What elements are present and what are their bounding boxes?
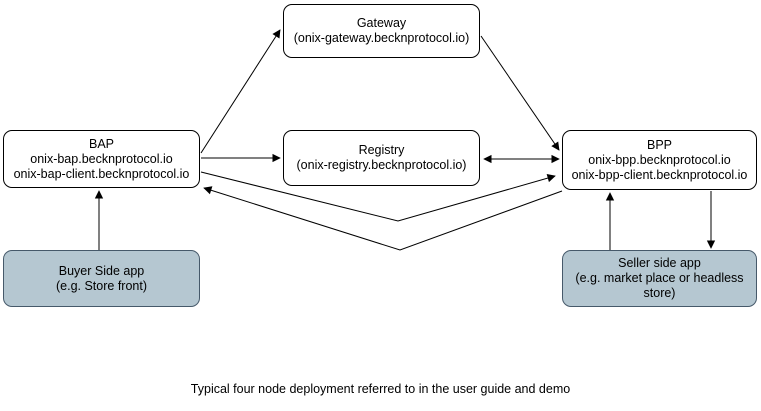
seller-app-title: Seller side app xyxy=(618,256,701,270)
node-bap: BAP onix-bap.becknprotocol.io onix-bap-c… xyxy=(3,130,200,188)
node-seller-side-app: Seller side app (e.g. market place or he… xyxy=(562,250,757,307)
node-registry: Registry (onix-registry.becknprotocol.io… xyxy=(283,130,480,186)
node-gateway: Gateway (onix-gateway.becknprotocol.io) xyxy=(283,4,480,58)
bap-domain-2: onix-bap-client.becknprotocol.io xyxy=(13,166,190,181)
bpp-domain-2: onix-bpp-client.becknprotocol.io xyxy=(571,167,748,182)
bap-title: BAP xyxy=(88,136,114,151)
diagram-caption: Typical four node deployment referred to… xyxy=(190,382,571,396)
buyer-app-title: Buyer Side app xyxy=(58,263,145,278)
arrow-bap-to-gateway xyxy=(200,29,281,154)
arrow-gateway-to-bpp xyxy=(480,35,560,151)
arrow-bap-to-bpp xyxy=(200,171,556,222)
gateway-title: Gateway xyxy=(356,16,407,30)
bpp-title: BPP xyxy=(646,137,672,152)
bpp-domain-1: onix-bpp.becknprotocol.io xyxy=(588,152,731,167)
registry-domain: (onix-registry.becknprotocol.io) xyxy=(296,158,467,172)
buyer-app-subtitle: (e.g. Store front) xyxy=(55,278,147,293)
seller-app-subtitle: (e.g. market place or headless store) xyxy=(575,271,744,300)
registry-title: Registry xyxy=(358,143,405,157)
arrow-bpp-to-bap xyxy=(203,186,563,251)
gateway-domain: (onix-gateway.becknprotocol.io) xyxy=(293,31,470,45)
bap-domain-1: onix-bap.becknprotocol.io xyxy=(30,151,173,166)
node-bpp: BPP onix-bpp.becknprotocol.io onix-bpp-c… xyxy=(562,130,757,190)
node-buyer-side-app: Buyer Side app (e.g. Store front) xyxy=(3,250,200,307)
